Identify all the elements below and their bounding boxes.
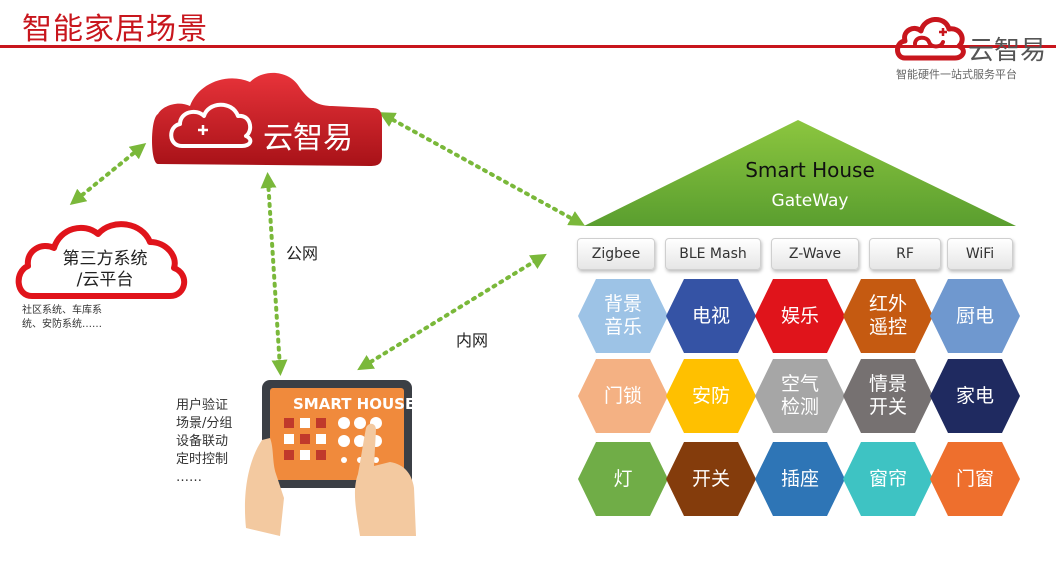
link-cloud-app [260, 172, 288, 376]
device-hex: 情景 开关 [843, 359, 933, 433]
third-party-description: 社区系统、车库系 统、安防系统…… [22, 305, 102, 330]
tablet-app-title: SMART HOUSE [293, 395, 416, 413]
device-hex: 娱乐 [755, 279, 845, 353]
link-cloud-gateway [378, 112, 586, 226]
link-thirdparty-cloud [69, 142, 147, 206]
page-title: 智能家居场景 [22, 12, 208, 47]
device-hex: 家电 [930, 359, 1020, 433]
feature-item: 用户验证 [176, 398, 229, 413]
public-network-label: 公网 [286, 244, 319, 263]
feature-item: 场景/分组 [176, 416, 233, 431]
brand-name: 云智易 [968, 36, 1047, 66]
device-hex: 安防 [666, 359, 756, 433]
device-hex: 门锁 [578, 359, 668, 433]
brand-slogan: 智能硬件一站式服务平台 [896, 68, 1017, 81]
protocol-zwave: Z-Wave [771, 238, 859, 270]
device-hex: 灯 [578, 442, 668, 516]
protocol-ble-mesh: BLE Mash [665, 238, 761, 270]
device-hex: 空气 检测 [755, 359, 845, 433]
smart-house-title: Smart House [745, 158, 875, 182]
brand-cloud-logo [895, 17, 966, 61]
feature-item: 定时控制 [176, 452, 229, 467]
title-divider [0, 45, 1056, 48]
cloud-platform-label: 云智易 [263, 121, 353, 156]
cloud-platform-logo [152, 72, 382, 166]
intranet-label: 内网 [456, 331, 489, 350]
link-app-gateway [357, 253, 547, 371]
protocol-wifi: WiFi [947, 238, 1013, 270]
device-hex: 窗帘 [843, 442, 933, 516]
feature-item: 设备联动 [176, 434, 229, 449]
gateway-roof [584, 120, 1016, 226]
protocol-rf: RF [869, 238, 941, 270]
device-hex: 电视 [666, 279, 756, 353]
tablet-illustration [244, 380, 416, 536]
device-hex: 背景 音乐 [578, 279, 668, 353]
third-party-cloud [15, 221, 187, 299]
gateway-label: GateWay [771, 191, 849, 211]
device-hex: 红外 遥控 [843, 279, 933, 353]
third-party-title: 第三方系统 /云平台 [62, 249, 148, 290]
device-hex: 门窗 [930, 442, 1020, 516]
device-hex: 开关 [666, 442, 756, 516]
protocol-zigbee: Zigbee [577, 238, 655, 270]
feature-item: …… [176, 470, 202, 485]
device-hex: 插座 [755, 442, 845, 516]
app-feature-list: 用户验证 场景/分组 设备联动 定时控制 …… [176, 397, 232, 487]
device-hex: 厨电 [930, 279, 1020, 353]
